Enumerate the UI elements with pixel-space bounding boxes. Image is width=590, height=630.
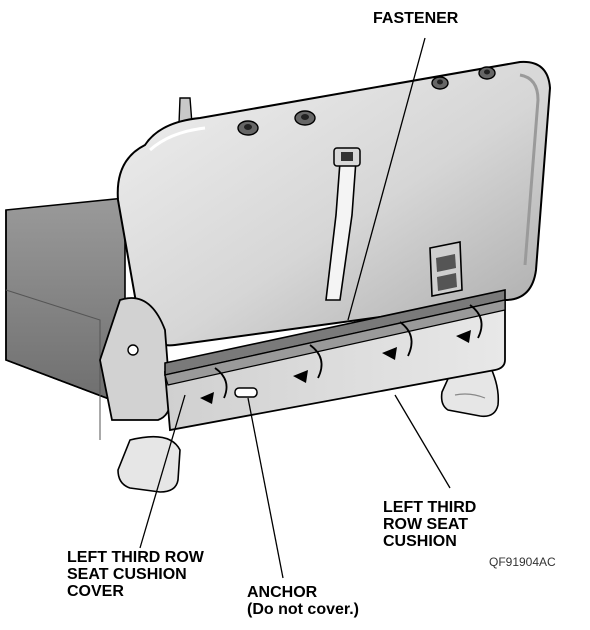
label-cushion-cover-line2: SEAT CUSHION <box>67 566 187 583</box>
label-seat-cushion-line2: ROW SEAT <box>383 516 469 533</box>
side-latch <box>429 241 463 297</box>
label-cushion-cover: LEFT THIRD ROW SEAT CUSHION COVER <box>67 549 204 600</box>
leader-lines <box>139 37 451 579</box>
label-fastener-text: FASTENER <box>373 10 459 27</box>
label-seat-cushion-line1: LEFT THIRD <box>383 499 477 516</box>
seat-cushion-block <box>5 197 126 440</box>
leader-anchor <box>247 397 284 579</box>
label-anchor: ANCHOR (Do not cover.) <box>247 584 359 618</box>
fastening-arrows <box>214 304 483 399</box>
label-cushion-cover-line3: COVER <box>67 583 124 600</box>
left-foot <box>117 435 181 493</box>
top-buttons <box>237 66 496 136</box>
anchor-slot <box>234 387 258 398</box>
arrow-heads <box>200 330 471 404</box>
label-anchor-line1: ANCHOR <box>247 584 318 601</box>
leader-cushion-cover <box>139 394 186 549</box>
label-seat-cushion: LEFT THIRD ROW SEAT CUSHION <box>383 499 476 550</box>
figure-code-text: QF91904AC <box>489 555 556 569</box>
seat-strap <box>325 147 361 301</box>
label-seat-cushion-line3: CUSHION <box>383 533 457 550</box>
figure-code: QF91904AC <box>489 555 556 569</box>
leader-fastener <box>347 37 426 321</box>
fastener-bar <box>164 289 506 386</box>
label-cushion-cover-line1: LEFT THIRD ROW <box>67 549 204 566</box>
label-anchor-line2: (Do not cover.) <box>247 601 360 618</box>
leader-seat-cushion <box>394 394 451 489</box>
label-fastener: FASTENER <box>373 10 458 27</box>
